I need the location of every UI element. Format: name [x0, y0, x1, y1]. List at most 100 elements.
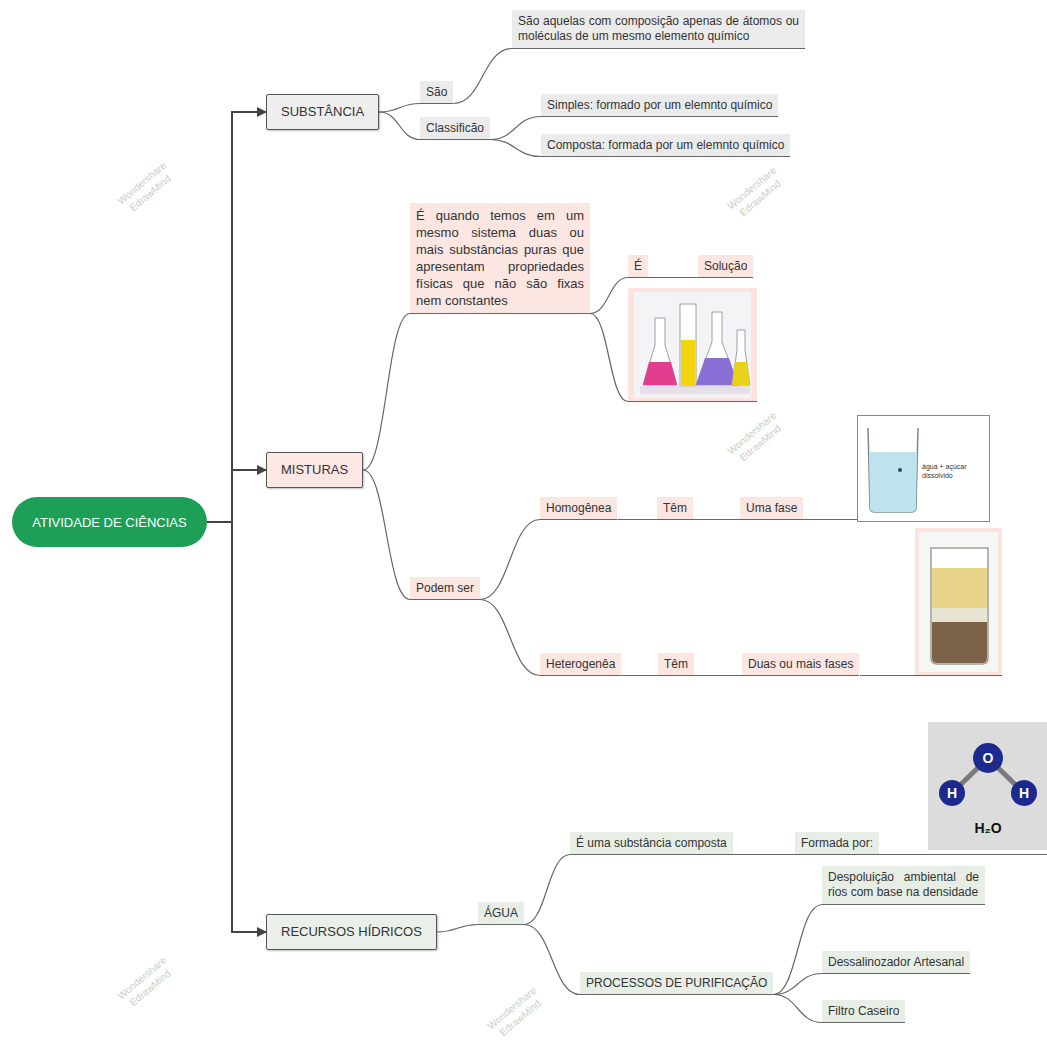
connector — [363, 470, 410, 600]
node-text: Uma fase — [746, 501, 797, 515]
connector — [207, 470, 266, 522]
watermark: Wondershare EdrawMind — [720, 160, 792, 226]
node-text: É uma substância composta — [576, 836, 727, 850]
cylinder — [680, 304, 696, 386]
image-leader — [590, 314, 757, 402]
branch-line — [860, 854, 1047, 855]
topic-label: É — [628, 255, 648, 278]
image-frame — [628, 288, 757, 402]
node-text: Filtro Caseiro — [828, 1004, 899, 1018]
topic-label: Classificão — [420, 117, 490, 140]
note-text: Despoluição ambiental de rios com base n… — [822, 866, 985, 905]
atom-symbol: H — [1014, 785, 1034, 801]
topic-label: É uma substância composta — [570, 832, 733, 855]
note-text: É quando temos em um mesmo sistema duas … — [410, 203, 590, 314]
sediment-layer — [932, 622, 987, 663]
topic-label: Homogênea — [540, 497, 617, 520]
hydrogen-atom — [1011, 780, 1037, 806]
node-text: Dessalinozador Artesanal — [828, 955, 964, 969]
connector — [524, 925, 580, 995]
watermark: Wondershare EdrawMind — [110, 950, 182, 1016]
chemical-formula: H₂O — [962, 820, 1014, 836]
watermark: Wondershare EdrawMind — [480, 980, 552, 1046]
topic-label: Formada por: — [795, 832, 879, 855]
branch-line — [800, 519, 858, 520]
topic-label: Podem ser — [410, 577, 480, 600]
image-frame — [915, 528, 1002, 676]
branch-box: SUBSTÂNCIA — [266, 94, 379, 130]
topic-label: Filtro Caseiro — [822, 1000, 905, 1023]
node-text: RECURSOS HÍDRICOS — [281, 924, 422, 939]
connector — [453, 49, 512, 104]
connector — [524, 855, 570, 925]
flask — [696, 312, 738, 385]
cylinder-liquid — [681, 340, 695, 385]
note-text: São aquelas com composição apenas de áto… — [512, 10, 805, 49]
oxygen-atom — [973, 743, 1003, 773]
connector — [621, 675, 658, 676]
node-text: Podem ser — [416, 581, 474, 595]
connector — [480, 600, 540, 676]
root-topic: ATIVIDADE DE CIÊNCIAS — [12, 497, 207, 547]
node-text: Composta: formada por um elemnto químico — [547, 138, 784, 152]
connector — [490, 140, 541, 157]
node-text: Simples: formado por um elemnto químico — [547, 98, 772, 112]
topic-label: Têm — [658, 653, 694, 676]
topic-label: Duas ou mais fases — [742, 653, 859, 676]
flask — [732, 330, 750, 385]
topic-label: São — [420, 81, 453, 104]
water-layer — [932, 608, 987, 622]
image-caption: água + açúcar dissolvido — [922, 462, 984, 480]
topic-label: PROCESSOS DE PURIFICAÇÃO — [580, 972, 773, 995]
branch-box: MISTURAS — [266, 452, 363, 488]
beaker-water — [869, 452, 917, 512]
molecule-frame — [928, 722, 1047, 850]
beaker-photo — [919, 532, 998, 672]
oil-layer — [932, 568, 987, 608]
beaker — [868, 428, 918, 512]
connector — [694, 675, 742, 676]
flask-photo — [634, 292, 751, 398]
node-text: Duas ou mais fases — [748, 657, 853, 671]
flask-liquid — [732, 362, 750, 385]
node-text: MISTURAS — [281, 462, 348, 477]
connector — [773, 995, 822, 1023]
connector — [437, 925, 478, 933]
node-text: Classificão — [426, 121, 484, 135]
node-text: Formada por: — [801, 836, 873, 850]
connector — [693, 519, 740, 520]
watermark: Wondershare EdrawMind — [110, 155, 182, 221]
topic-label: ÁGUA — [478, 902, 524, 925]
connector — [733, 854, 795, 855]
node-text: São — [426, 85, 447, 99]
branch-box: RECURSOS HÍDRICOS — [266, 914, 437, 950]
connector — [773, 974, 822, 995]
connector — [379, 104, 420, 113]
flask — [643, 318, 677, 385]
flask-liquid — [696, 358, 738, 385]
flask-liquid — [643, 362, 677, 385]
topic-label: Têm — [657, 497, 693, 520]
node-text: É — [634, 259, 642, 273]
hydrogen-atom — [939, 780, 965, 806]
node-text: Despoluição ambiental de rios com base n… — [828, 870, 979, 899]
connector — [648, 277, 698, 278]
node-text: PROCESSOS DE PURIFICAÇÃO — [586, 976, 767, 990]
topic-label: Heterogenêa — [540, 653, 621, 676]
connector — [590, 278, 628, 314]
beaker — [931, 548, 988, 664]
connector — [773, 905, 822, 995]
branch-line — [860, 675, 1002, 676]
atom-symbol: O — [978, 750, 998, 766]
connector — [207, 112, 266, 522]
topic-label: Simples: formado por um elemnto químico — [541, 94, 778, 117]
connector — [363, 314, 410, 471]
node-text: São aquelas com composição apenas de áto… — [518, 14, 799, 43]
node-text: Homogênea — [546, 501, 611, 515]
node-text: ATIVIDADE DE CIÊNCIAS — [32, 515, 186, 530]
watermark: Wondershare EdrawMind — [720, 405, 792, 471]
connector — [617, 519, 657, 520]
connector — [379, 112, 420, 140]
node-text: Têm — [664, 657, 688, 671]
